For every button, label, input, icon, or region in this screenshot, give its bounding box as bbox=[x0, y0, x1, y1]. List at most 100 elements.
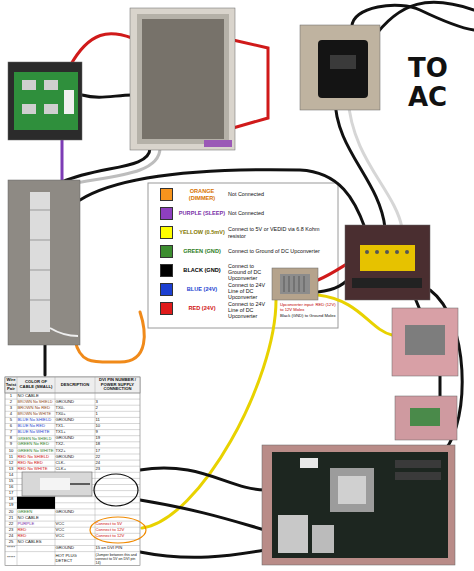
connector bbox=[352, 278, 422, 288]
table-header: COLOR OF CABLE (SMALL) bbox=[18, 377, 55, 393]
table-cell: TX1+ bbox=[56, 430, 95, 436]
table-cell: 11 bbox=[96, 417, 140, 423]
table-cell: 8 bbox=[6, 436, 17, 442]
table-rule bbox=[55, 377, 56, 566]
black-wire bbox=[140, 500, 265, 530]
table-cell: ***** bbox=[6, 552, 17, 566]
photo-ground bbox=[8, 180, 80, 345]
lvds-board-photo bbox=[8, 62, 82, 140]
table-cell: 7 bbox=[6, 430, 17, 436]
black-wire bbox=[439, 375, 442, 398]
photo-ground bbox=[392, 308, 458, 376]
black-wire bbox=[140, 468, 265, 490]
chip bbox=[44, 104, 58, 114]
table-cell: 13 bbox=[6, 466, 17, 472]
cable-bundle-photo bbox=[8, 180, 80, 345]
red-wire bbox=[233, 40, 268, 128]
photo-ground bbox=[262, 445, 455, 565]
purple-wire bbox=[61, 138, 64, 182]
screw bbox=[405, 250, 409, 254]
black-wire bbox=[44, 345, 47, 375]
table-cell: GROUND bbox=[56, 546, 95, 552]
ram-slot bbox=[395, 460, 441, 468]
marker-circle bbox=[94, 474, 138, 506]
table-header: DVI PIN NUMBER / POWER SUPPLY CONNECTION bbox=[96, 377, 140, 393]
table-cell: GREEN No SHIELD bbox=[18, 436, 55, 442]
table-cell: 22 bbox=[96, 454, 140, 460]
table-cell: BLUE No WHITE bbox=[18, 430, 55, 436]
legend-swatch bbox=[160, 207, 173, 220]
pin-table bbox=[5, 377, 140, 566]
table-cell: GROUND bbox=[56, 417, 95, 423]
table-cell: CLK+ bbox=[56, 466, 95, 472]
blacked-cell bbox=[17, 497, 55, 509]
table-cell: 21 bbox=[6, 515, 17, 521]
photo-ground bbox=[130, 8, 235, 150]
red-wire bbox=[70, 34, 132, 66]
table-cell: 3 bbox=[96, 399, 140, 405]
legend-swatch bbox=[160, 226, 173, 239]
screw bbox=[375, 250, 379, 254]
connector bbox=[300, 458, 318, 468]
legend-label: ORANGE (DIMMER) bbox=[178, 187, 226, 202]
connector-inset-photo bbox=[22, 472, 92, 496]
heatsink-fins bbox=[284, 276, 304, 292]
table-rule bbox=[5, 411, 140, 412]
table-cell: TX0+ bbox=[56, 411, 95, 417]
table-cell: 25 bbox=[6, 539, 17, 545]
handwritten-note: TO AC bbox=[408, 54, 472, 112]
table-cell: ***** bbox=[6, 546, 17, 552]
table-cell: GREEN bbox=[18, 509, 55, 515]
table-cell: 2 bbox=[96, 405, 140, 411]
cpu bbox=[338, 476, 366, 504]
lcd-panel-photo bbox=[130, 8, 235, 150]
legend-swatch bbox=[160, 302, 173, 315]
table-cell: 15 bbox=[6, 478, 17, 484]
table-cell: NO CABLE bbox=[18, 393, 55, 399]
motherboard bbox=[272, 452, 448, 558]
table-cell: GROUND bbox=[56, 436, 95, 442]
photo-ground bbox=[22, 472, 92, 496]
annotation-note: Black (GND) to Ground Molex bbox=[280, 314, 336, 319]
panel-frame bbox=[137, 14, 229, 144]
brick-label bbox=[330, 55, 356, 69]
power-brick-photo bbox=[300, 25, 380, 110]
table-cell: 23 bbox=[6, 527, 17, 533]
table-cell: VCC bbox=[56, 533, 95, 539]
io-port bbox=[278, 515, 308, 553]
black-wire bbox=[80, 170, 365, 228]
cable bbox=[50, 328, 78, 336]
table-cell: 20 bbox=[6, 509, 17, 515]
table-cell: 14 bbox=[6, 472, 17, 478]
legend-description: Connect to 5V or VEDID via 6.8 Kohm resi… bbox=[228, 225, 332, 240]
chip bbox=[22, 104, 36, 114]
table-cell: RED bbox=[18, 533, 55, 539]
circuit-board bbox=[14, 72, 78, 130]
sleeve-band bbox=[30, 210, 50, 300]
legend-panel bbox=[148, 183, 338, 328]
table-cell: (Jumper between this and connect to 5V o… bbox=[96, 552, 140, 566]
connector bbox=[40, 478, 70, 490]
marker-circle bbox=[90, 517, 146, 543]
table-cell: RED No SHIELD bbox=[18, 454, 55, 460]
panel-screen bbox=[142, 19, 224, 139]
photo-ground bbox=[300, 25, 380, 110]
table-cell: BLUE No RED bbox=[18, 424, 55, 430]
terminal-block bbox=[360, 245, 415, 271]
table-cell: NO CABLES bbox=[18, 539, 55, 545]
table-cell: BROWN No RED bbox=[18, 405, 55, 411]
table-header-row bbox=[5, 377, 140, 393]
table-cell: 4 bbox=[6, 411, 17, 417]
table-cell: 12 bbox=[6, 460, 17, 466]
legend-swatch bbox=[160, 245, 173, 258]
legend-swatch bbox=[160, 188, 173, 201]
table-cell: 24 bbox=[6, 533, 17, 539]
table-cell: Connect to 5V bbox=[96, 521, 140, 527]
upconverter-photo-a bbox=[392, 308, 458, 376]
power-brick bbox=[318, 40, 368, 98]
legend-swatch bbox=[160, 283, 173, 296]
screws bbox=[365, 250, 409, 254]
table-cell: BLUE No SHIELD bbox=[18, 417, 55, 423]
annotation-note: Upconverter input: RED (12V) to 12V Mole… bbox=[280, 303, 336, 312]
